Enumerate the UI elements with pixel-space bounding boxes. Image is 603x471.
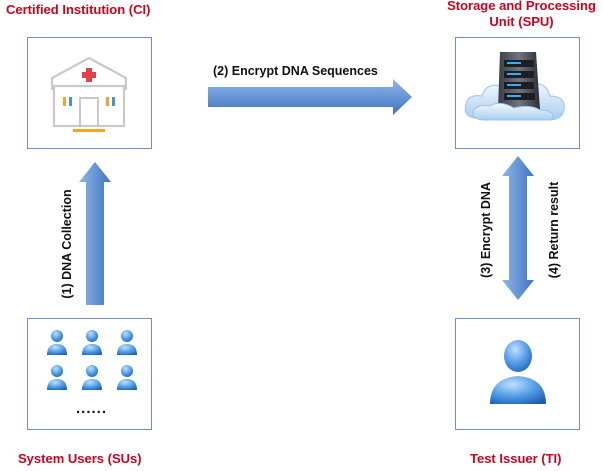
step4-label: (4) Return result [547, 181, 561, 279]
hospital-building-icon [50, 56, 128, 132]
server-cloud-icon [464, 52, 565, 121]
step2-label: (2) Encrypt DNA Sequences [213, 64, 378, 78]
step1-label: (1) DNA Collection [60, 189, 74, 299]
sus-ellipsis: ...... [76, 400, 108, 417]
arrow-step3-4 [502, 156, 534, 300]
user-icon [490, 340, 546, 404]
ci-label: Certified Institution (CI) [6, 2, 151, 17]
step3-label: (3) Encrypt DNA [479, 182, 493, 278]
spu-label-line2: Unit (SPU) [489, 14, 554, 29]
ti-label: Test Issuer (TI) [470, 451, 562, 466]
ti-box [455, 318, 580, 430]
spu-label-line1: Storage and Processing [447, 0, 596, 13]
arrow-step2 [208, 79, 412, 115]
spu-label: Storage and Processing Unit (SPU) [440, 0, 603, 30]
user-group-icon [47, 330, 137, 390]
arrow-step1 [79, 162, 111, 305]
sus-label: System Users (SUs) [18, 451, 142, 466]
